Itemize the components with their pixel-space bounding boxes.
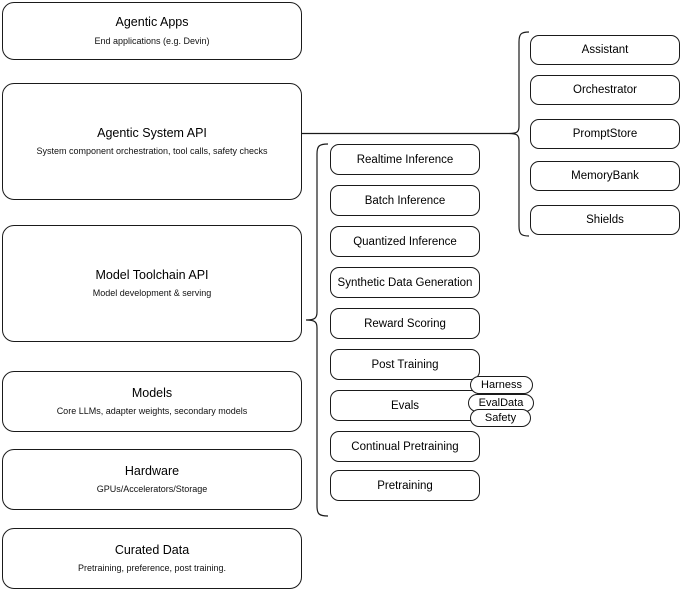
toolchain-item-label: Realtime Inference bbox=[356, 153, 454, 166]
layer-subtitle: GPUs/Accelerators/Storage bbox=[96, 484, 208, 495]
agentic-item-promptstore[interactable]: PromptStore bbox=[530, 119, 680, 149]
toolchain-item-synthetic-data-generation[interactable]: Synthetic Data Generation bbox=[330, 267, 480, 298]
toolchain-item-label: Quantized Inference bbox=[353, 235, 457, 248]
layer-box-model-toolchain-api[interactable]: Model Toolchain API Model development & … bbox=[2, 225, 302, 342]
agentic-item-label: PromptStore bbox=[572, 128, 638, 140]
eval-pill-safety[interactable]: Safety bbox=[470, 409, 531, 427]
layer-title: Agentic Apps bbox=[115, 15, 189, 30]
toolchain-brace-icon bbox=[305, 143, 329, 517]
layer-subtitle: End applications (e.g. Devin) bbox=[94, 35, 210, 46]
layer-box-models[interactable]: Models Core LLMs, adapter weights, secon… bbox=[2, 371, 302, 432]
layer-subtitle: Model development & serving bbox=[92, 288, 212, 299]
agentic-item-memorybank[interactable]: MemoryBank bbox=[530, 161, 680, 191]
toolchain-item-label: Continual Pretraining bbox=[351, 440, 459, 453]
layer-subtitle: System component orchestration, tool cal… bbox=[36, 146, 268, 157]
agentic-item-assistant[interactable]: Assistant bbox=[530, 35, 680, 65]
layer-title: Model Toolchain API bbox=[95, 267, 209, 282]
agentic-item-label: Orchestrator bbox=[573, 84, 637, 96]
toolchain-item-label: Batch Inference bbox=[364, 194, 446, 207]
toolchain-item-pretraining[interactable]: Pretraining bbox=[330, 470, 480, 501]
layer-box-curated-data[interactable]: Curated Data Pretraining, preference, po… bbox=[2, 528, 302, 589]
layer-box-agentic-apps[interactable]: Agentic Apps End applications (e.g. Devi… bbox=[2, 2, 302, 60]
toolchain-item-label: Synthetic Data Generation bbox=[337, 276, 473, 289]
toolchain-item-batch-inference[interactable]: Batch Inference bbox=[330, 185, 480, 216]
toolchain-item-reward-scoring[interactable]: Reward Scoring bbox=[330, 308, 480, 339]
agentic-brace-icon bbox=[508, 31, 530, 237]
toolchain-item-continual-pretraining[interactable]: Continual Pretraining bbox=[330, 431, 480, 462]
toolchain-item-realtime-inference[interactable]: Realtime Inference bbox=[330, 144, 480, 175]
agentic-item-shields[interactable]: Shields bbox=[530, 205, 680, 235]
layer-subtitle: Core LLMs, adapter weights, secondary mo… bbox=[56, 406, 248, 417]
layer-title: Agentic System API bbox=[97, 125, 207, 140]
toolchain-item-quantized-inference[interactable]: Quantized Inference bbox=[330, 226, 480, 257]
layer-title: Curated Data bbox=[114, 542, 190, 557]
toolchain-item-label: Evals bbox=[390, 399, 420, 412]
toolchain-item-evals[interactable]: Evals bbox=[330, 390, 480, 421]
layer-box-hardware[interactable]: Hardware GPUs/Accelerators/Storage bbox=[2, 449, 302, 510]
layer-title: Models bbox=[131, 385, 173, 400]
eval-pill-label: EvalData bbox=[478, 397, 524, 409]
layer-subtitle: Pretraining, preference, post training. bbox=[77, 563, 227, 574]
agentic-item-orchestrator[interactable]: Orchestrator bbox=[530, 75, 680, 105]
agentic-item-label: Assistant bbox=[581, 44, 629, 56]
toolchain-item-post-training[interactable]: Post Training bbox=[330, 349, 480, 380]
agentic-item-label: Shields bbox=[586, 214, 624, 226]
eval-pill-label: Safety bbox=[484, 412, 517, 424]
toolchain-item-label: Reward Scoring bbox=[364, 317, 446, 330]
agentic-item-label: MemoryBank bbox=[571, 170, 639, 182]
eval-pill-harness[interactable]: Harness bbox=[470, 376, 533, 394]
eval-pill-label: Harness bbox=[481, 379, 522, 391]
toolchain-item-label: Pretraining bbox=[377, 479, 433, 492]
toolchain-item-label: Post Training bbox=[371, 358, 439, 371]
layer-box-agentic-system-api[interactable]: Agentic System API System component orch… bbox=[2, 83, 302, 200]
layer-title: Hardware bbox=[124, 463, 180, 478]
